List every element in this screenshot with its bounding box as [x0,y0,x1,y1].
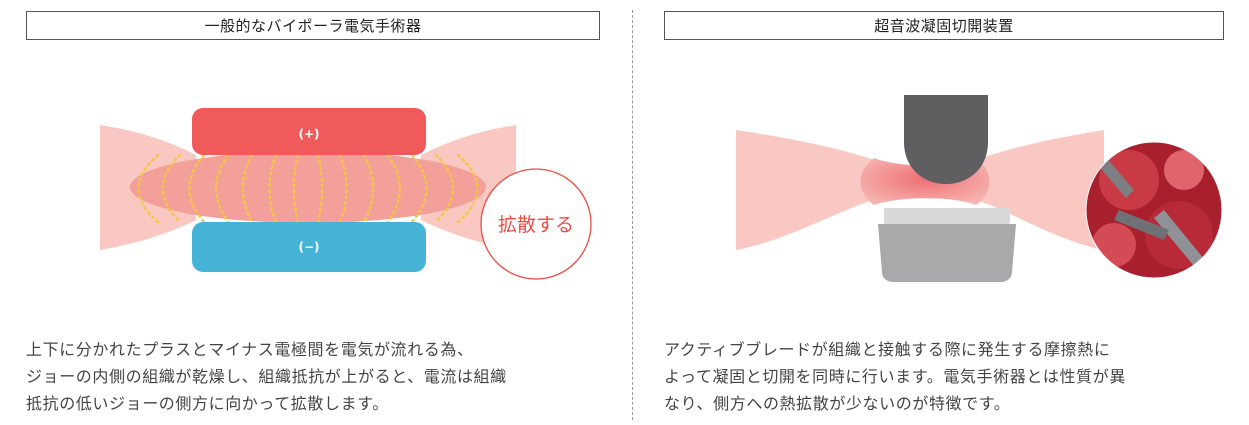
current-line [292,153,300,224]
current-lines [137,153,479,224]
current-line [386,153,401,224]
tissue-wing-right [976,130,1104,250]
right-description-line: よって凝固と切開を同時に行います。電気手術器とは性質が異 [664,367,1126,386]
current-line [316,153,324,224]
compressed-tissue [130,151,486,223]
bipolar-diagram: (+) (−) 拡散する [26,60,600,320]
current-line [362,153,375,224]
current-line [268,153,278,224]
left-panel: 一般的なバイポーラ電気手術器 (+) (−) 拡散する 上下に分かれたプラスとマ… [26,0,600,425]
current-line [215,153,230,224]
ultrasonic-diagram [664,60,1224,320]
left-panel-title: 一般的なバイポーラ電気手術器 [26,11,600,40]
lower-jaw [878,224,1016,282]
active-blade [904,95,988,184]
upper-jaw-label: (+) [298,127,319,141]
lower-jaw-label: (−) [298,240,319,254]
right-description-line: アクティブブレードが組織と接触する際に発生する摩擦熱に [664,340,1111,359]
lower-jaw-electrode [192,222,426,272]
right-panel-title: 超音波凝固切開装置 [664,11,1224,40]
left-description-line: 上下に分かれたプラスとマイナス電極間を電気が流れる為、 [26,340,474,359]
current-line [338,153,348,224]
diffusion-callout-label: 拡散する [498,214,574,236]
current-line [434,153,455,224]
left-description-line: 抵抗の低いジョーの側方に向かって拡散します。 [26,394,389,413]
current-line [188,153,206,224]
right-panel: 超音波凝固切開装置 [664,0,1224,425]
current-line [410,153,428,224]
tissue-pad [884,208,1010,224]
upper-jaw-electrode [192,108,426,155]
current-line [161,153,182,224]
left-description: 上下に分かれたプラスとマイナス電極間を電気が流れる為、 ジョーの内側の組織が乾燥… [26,336,600,417]
tissue-wing-left [736,130,874,250]
right-description-line: なり、側方への熱拡散が少ないのが特徴です。 [664,394,1011,413]
current-line [241,153,254,224]
left-description-line: ジョーの内側の組織が乾燥し、組織抵抗が上がると、電流は組織 [26,367,507,386]
right-description: アクティブブレードが組織と接触する際に発生する摩擦熱に よって凝固と切開を同時に… [664,336,1224,417]
surgical-photo [1086,142,1222,278]
diffusion-callout-circle [480,168,592,280]
panel-divider [632,10,633,420]
